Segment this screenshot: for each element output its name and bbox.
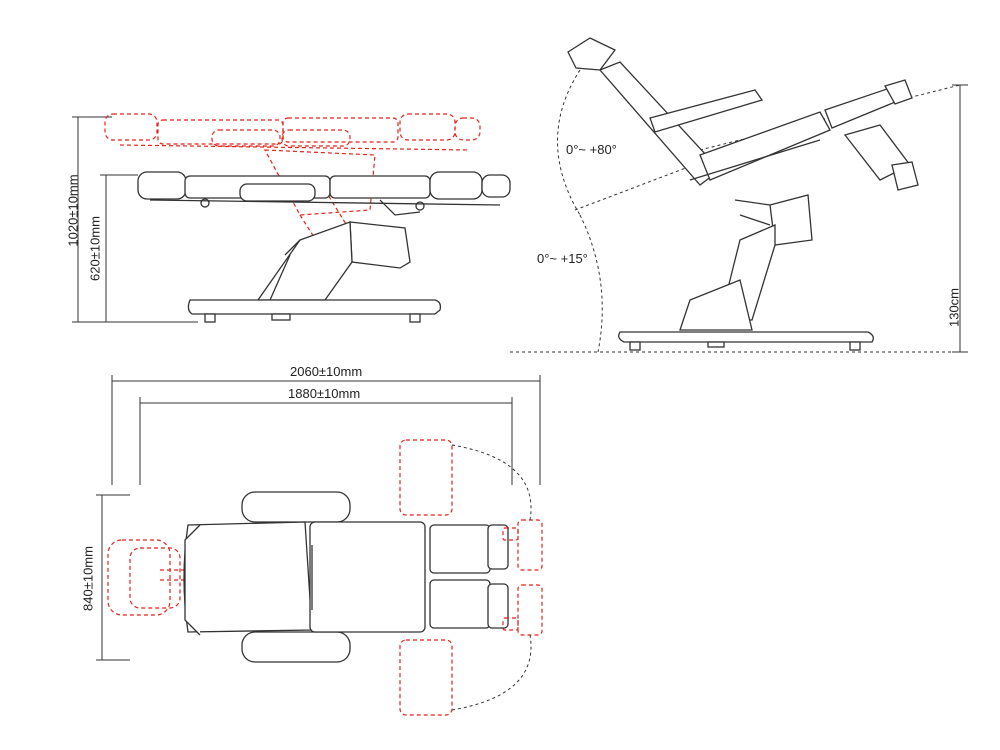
tilt-view [510,37,968,353]
legrest-swing-range [399,439,543,716]
top-chair-body [183,491,509,663]
width-label: 840±10mm [80,546,96,611]
tilted-chair [567,37,919,351]
lowered-position [137,171,511,323]
seat-angle-label: 0°~ +15° [537,251,588,266]
back-angle-label: 0°~ +80° [566,142,617,157]
headrest-range [107,539,200,616]
max-height-label: 130cm [946,287,962,328]
top-view [96,375,543,716]
total-height-label: 1020±10mm [65,174,81,247]
side-view [72,113,511,323]
body-length-label: 1880±10mm [288,386,361,401]
total-length-label: 2060±10mm [290,364,363,379]
length-dimensions [96,375,541,661]
seat-height-label: 620±10mm [87,216,103,281]
side-height-dimensions [72,116,198,323]
